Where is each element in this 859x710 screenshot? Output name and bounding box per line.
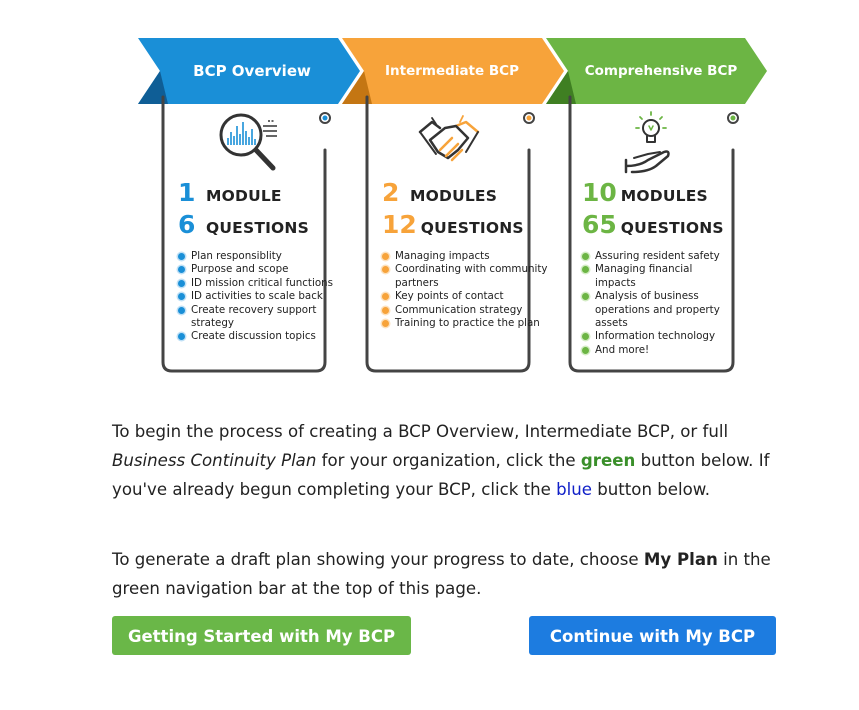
tier-3-label: Comprehensive BCP [584, 63, 738, 79]
list-item: Coordinating with community partners [382, 263, 552, 290]
list-item: ID mission critical functions [178, 277, 348, 290]
tier-2-card: 2 MODULES 12 QUESTIONS Managing impacts … [382, 178, 552, 330]
tier-3-topics: Assuring resident safety Managing financ… [582, 250, 732, 357]
tier-3-arrow-banner [546, 38, 767, 104]
tier-2-topics: Managing impacts Coordinating with commu… [382, 250, 552, 330]
tier-2-questions-word: QUESTIONS [420, 219, 524, 237]
tier-3-card-outline [568, 95, 735, 373]
list-item: Purpose and scope [178, 263, 348, 276]
bcp-tiers-infographic: BCP Overview Intermediate BCP Comprehens… [138, 38, 767, 373]
list-item: Create discussion topics [178, 330, 348, 343]
list-item: Create recovery support strategy [178, 304, 348, 331]
tier-1-questions-count: 6 [178, 210, 196, 239]
tier-1-arrow-banner [138, 38, 360, 104]
tier-1-card: 1 MODULE 6 QUESTIONS Plan responsiblity … [178, 178, 348, 344]
tier-2-card-outline [365, 95, 531, 373]
tier-1-card-outline [161, 95, 327, 373]
list-item: Key points of contact [382, 290, 552, 303]
tier-2-arrow-banner [342, 38, 564, 104]
handshake-icon [418, 115, 480, 162]
intro-paragraph: To begin the process of creating a BCP O… [112, 422, 770, 499]
hand-lightbulb-icon [624, 111, 670, 174]
plan-name-emphasis: Business Continuity Plan [112, 451, 317, 470]
list-item: Communication strategy [382, 304, 552, 317]
list-item: Managing financial impacts [582, 263, 732, 290]
tier-3-card: 10 MODULES 65 QUESTIONS Assuring residen… [582, 178, 732, 357]
tier-1-arrow-fold [138, 71, 168, 104]
tier-3-questions: 65 QUESTIONS [582, 210, 732, 242]
tier-3-questions-count: 65 [582, 210, 617, 239]
list-item: Assuring resident safety [582, 250, 732, 263]
list-item: Information technology [582, 330, 732, 343]
tier-2-modules-count: 2 [382, 178, 400, 207]
tier-1-modules-word: MODULE [206, 187, 282, 205]
list-item: Managing impacts [382, 250, 552, 263]
magnifier-chart-icon [219, 113, 277, 171]
getting-started-button[interactable]: Getting Started with My BCP [112, 616, 411, 655]
list-item: And more! [582, 344, 732, 357]
list-item: Analysis of business operations and prop… [582, 290, 732, 330]
tier-3-questions-word: QUESTIONS [620, 219, 724, 237]
list-item: Plan responsiblity [178, 250, 348, 263]
tier-3-arrow-fold [546, 71, 576, 104]
tier-1-questions-word: QUESTIONS [206, 219, 309, 237]
tier-2-label: Intermediate BCP [385, 63, 519, 79]
tier-2-questions-count: 12 [382, 210, 417, 239]
tier-1-topics: Plan responsiblity Purpose and scope ID … [178, 250, 348, 344]
tier-2-questions: 12 QUESTIONS [382, 210, 552, 242]
list-item: Training to practice the plan [382, 317, 552, 330]
tier-1-questions: 6 QUESTIONS [178, 210, 348, 242]
progress-paragraph: To generate a draft plan showing your pr… [112, 550, 771, 598]
tier-3-modules: 10 MODULES [582, 178, 732, 210]
tier-3-modules-count: 10 [582, 178, 617, 207]
continue-button[interactable]: Continue with My BCP [529, 616, 776, 655]
blue-word: blue [556, 480, 592, 499]
green-word: green [580, 451, 636, 470]
infographic-graphics [138, 38, 767, 373]
list-item: ID activities to scale back [178, 290, 348, 303]
tier-2-modules: 2 MODULES [382, 178, 552, 210]
tier-2-modules-word: MODULES [410, 187, 498, 205]
tier-3-modules-word: MODULES [620, 187, 708, 205]
tier-2-arrow-fold [342, 71, 372, 104]
tier-1-label: BCP Overview [193, 62, 311, 80]
tier-1-modules-count: 1 [178, 178, 196, 207]
my-plan-emphasis: My Plan [643, 550, 718, 569]
tier-1-modules: 1 MODULE [178, 178, 348, 210]
